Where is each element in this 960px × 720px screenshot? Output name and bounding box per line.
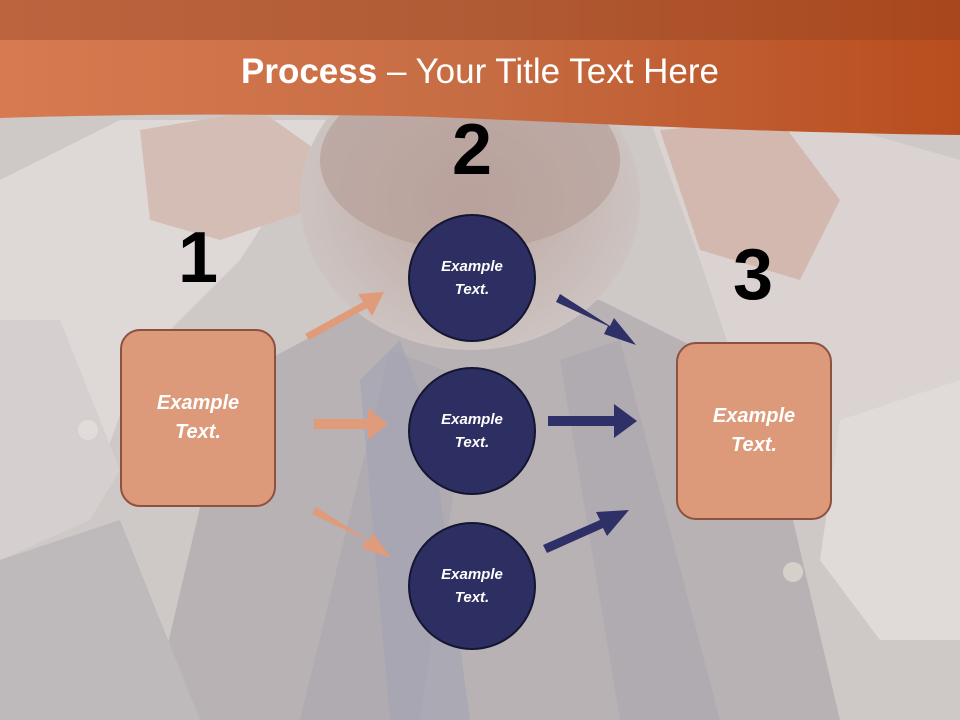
right-process-box: Example Text. bbox=[676, 342, 832, 520]
left-box-text: Example Text. bbox=[156, 392, 240, 443]
right-box-text: Example Text. bbox=[712, 405, 796, 456]
title-strong: Process bbox=[241, 52, 378, 91]
circle-top: Example Text. bbox=[408, 214, 536, 342]
title-rest: – Your Title Text Here bbox=[377, 52, 719, 91]
arrow-right-middle bbox=[548, 404, 637, 438]
circle-top-text: Example Text. bbox=[441, 258, 503, 298]
slide-title: Process – Your Title Text Here bbox=[0, 52, 960, 92]
step-number-1: 1 bbox=[177, 218, 219, 298]
circle-bottom: Example Text. bbox=[408, 522, 536, 650]
arrow-right-down bbox=[556, 294, 636, 345]
circle-middle-text: Example Text. bbox=[441, 411, 503, 451]
circle-bottom-text: Example Text. bbox=[441, 566, 503, 606]
circle-middle: Example Text. bbox=[408, 367, 536, 495]
step-number-3: 3 bbox=[732, 235, 774, 315]
arrow-right-up bbox=[543, 510, 629, 553]
step-number-2: 2 bbox=[451, 110, 493, 190]
arrow-left-up bbox=[305, 292, 384, 340]
arrow-left-middle bbox=[314, 408, 388, 440]
left-process-box: Example Text. bbox=[120, 329, 276, 507]
arrow-left-down bbox=[312, 507, 391, 558]
